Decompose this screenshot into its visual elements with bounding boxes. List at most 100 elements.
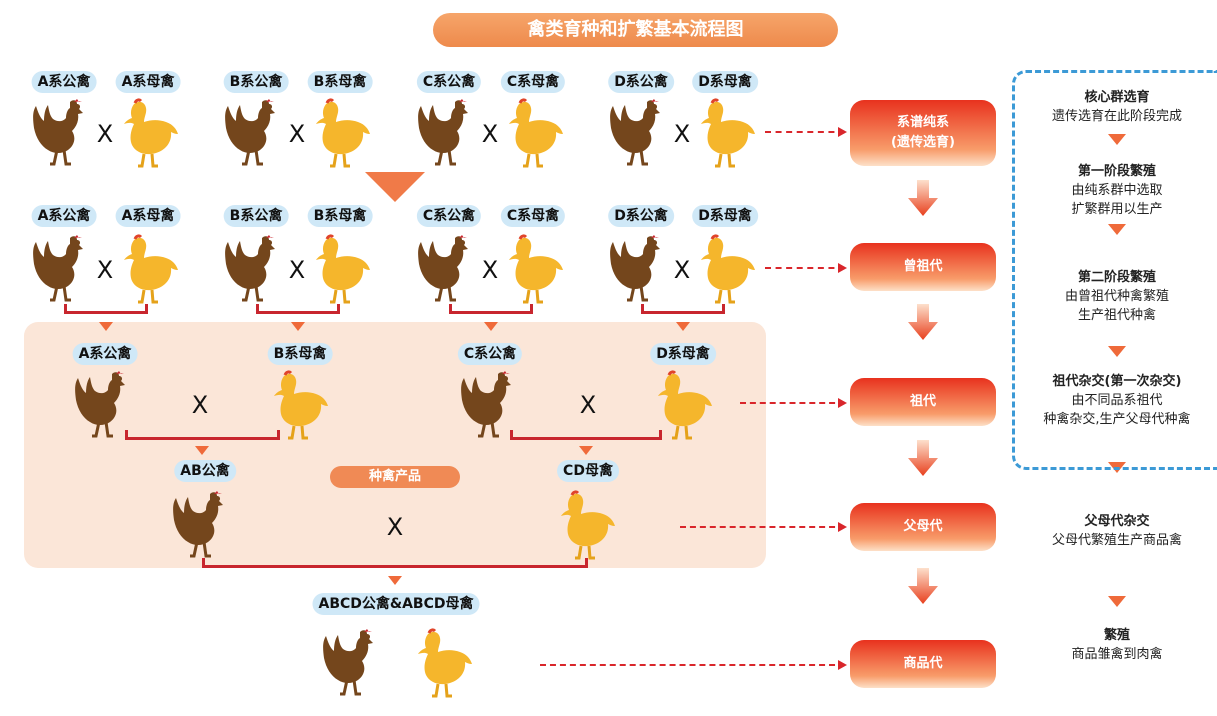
cross-connector — [641, 304, 725, 314]
line-female-label: B系母禽 — [307, 71, 373, 93]
hen-icon — [412, 628, 474, 698]
cross-connector — [64, 304, 148, 314]
cross-symbol: X — [481, 120, 499, 148]
stage-down-arrow-icon — [908, 180, 938, 216]
line-male-label: A系公禽 — [31, 205, 97, 227]
hen-icon — [695, 98, 757, 168]
cross-symbol: X — [96, 120, 114, 148]
stage-down-arrow-icon — [908, 568, 938, 604]
cross-symbol: X — [288, 120, 306, 148]
stage-description-line: 由纯系群中选取 — [1071, 183, 1163, 198]
stage-label: 系谱纯系 — [896, 115, 949, 130]
cross-symbol: X — [673, 120, 691, 148]
line-male-label: D系公禽 — [608, 205, 674, 227]
rooster-icon — [320, 628, 382, 698]
hen-icon — [695, 234, 757, 304]
stage-description-title: 第二阶段繁殖 — [1077, 270, 1156, 285]
stage-description-title: 繁殖 — [1103, 628, 1130, 643]
stage-box: 祖代 — [850, 378, 996, 426]
rooster-icon — [415, 234, 477, 304]
small-down-arrow-icon — [99, 322, 113, 331]
stage-label: 曾祖代 — [903, 259, 943, 274]
line-female-label: A系母禽 — [115, 71, 181, 93]
cross-symbol: X — [288, 256, 306, 284]
rooster-icon — [415, 98, 477, 168]
stage-description-line: 由曾祖代种禽繁殖 — [1064, 289, 1169, 304]
grandparent-label: C系公禽 — [457, 343, 523, 365]
small-down-arrow-icon — [1108, 224, 1126, 235]
stage-description-line: 由不同品系祖代 — [1071, 393, 1163, 408]
line-male-label: A系公禽 — [31, 71, 97, 93]
cross-connector — [510, 430, 662, 440]
line-female-label: C系母禽 — [500, 205, 566, 227]
cross-symbol: X — [481, 256, 499, 284]
dashed-arrow — [680, 522, 847, 532]
small-down-arrow-icon — [676, 322, 690, 331]
stage-description-title: 祖代杂交(第一次杂交) — [1052, 374, 1182, 389]
dashed-arrow — [740, 398, 847, 408]
line-male-label: B系公禽 — [223, 205, 289, 227]
rooster-icon — [222, 234, 284, 304]
grandparent-label: D系母禽 — [650, 343, 716, 365]
stage-label: 父母代 — [903, 519, 943, 534]
stage-down-arrow-icon — [908, 304, 938, 340]
grandparent-label: A系公禽 — [72, 343, 138, 365]
small-down-arrow-icon — [484, 322, 498, 331]
stage-description-line: 扩繁群用以生产 — [1071, 202, 1163, 217]
hen-icon — [118, 234, 180, 304]
cross-connector — [125, 430, 280, 440]
stage-down-arrow-icon — [908, 440, 938, 476]
cross-connector — [256, 304, 340, 314]
ab-male-label: AB公禽 — [174, 460, 236, 482]
small-down-arrow-icon — [1108, 596, 1126, 607]
cross-symbol: X — [191, 391, 209, 419]
dashed-arrow — [765, 263, 847, 273]
line-male-label: B系公禽 — [223, 71, 289, 93]
stage-description-title: 核心群选育 — [1084, 90, 1150, 105]
line-male-label: D系公禽 — [608, 71, 674, 93]
small-down-arrow-icon — [388, 576, 402, 585]
line-female-label: A系母禽 — [115, 205, 181, 227]
stage-box: 系谱纯系 (遗传选育) — [850, 100, 996, 166]
cross-connector — [449, 304, 533, 314]
stage-description-line: 生产祖代种禽 — [1077, 308, 1156, 323]
stage-label: 祖代 — [909, 394, 936, 409]
stage-description: 繁殖商品雏禽到肉禽 — [1017, 626, 1217, 664]
stage-description: 核心群选育遗传选育在此阶段完成 — [1017, 88, 1217, 126]
stage-description-line: 商品雏禽到肉禽 — [1071, 647, 1163, 662]
rooster-icon — [222, 98, 284, 168]
line-male-label: C系公禽 — [416, 71, 482, 93]
parent-stock-panel — [24, 322, 766, 568]
stage-description: 祖代杂交(第一次杂交) 由不同品系祖代种禽杂交,生产父母代种禽 — [1017, 372, 1217, 429]
stage-description-line: 种禽杂交,生产父母代种禽 — [1043, 412, 1191, 427]
dashed-arrow — [765, 127, 847, 137]
rooster-icon — [607, 234, 669, 304]
small-down-arrow-icon — [1108, 346, 1126, 357]
line-male-label: C系公禽 — [416, 205, 482, 227]
small-down-arrow-icon — [195, 446, 209, 455]
line-female-label: D系母禽 — [692, 71, 758, 93]
stage-box: 商品代 — [850, 640, 996, 688]
rooster-icon — [607, 98, 669, 168]
small-down-arrow-icon — [579, 446, 593, 455]
cross-symbol: X — [96, 256, 114, 284]
big-down-arrow-icon — [365, 172, 425, 202]
cross-symbol: X — [673, 256, 691, 284]
rooster-icon — [30, 98, 92, 168]
stage-box: 父母代 — [850, 503, 996, 551]
stage-box: 曾祖代 — [850, 243, 996, 291]
stage-description-title: 父母代杂交 — [1084, 514, 1150, 529]
hen-icon — [310, 234, 372, 304]
stage-label: 商品代 — [903, 656, 943, 671]
stage-sublabel: (遗传选育) — [891, 135, 955, 150]
diagram-title: 禽类育种和扩繁基本流程图 — [433, 13, 838, 47]
stage-description-line: 父母代繁殖生产商品禽 — [1051, 533, 1182, 548]
stage-description: 父母代杂交父母代繁殖生产商品禽 — [1017, 512, 1217, 550]
hen-icon — [555, 490, 617, 560]
breeding-product-badge: 种禽产品 — [330, 466, 460, 488]
stage-description-title: 第一阶段繁殖 — [1077, 164, 1156, 179]
hen-icon — [118, 98, 180, 168]
small-down-arrow-icon — [291, 322, 305, 331]
stage-description: 第二阶段繁殖由曾祖代种禽繁殖生产祖代种禽 — [1017, 268, 1217, 325]
cd-female-label: CD母禽 — [557, 460, 619, 482]
